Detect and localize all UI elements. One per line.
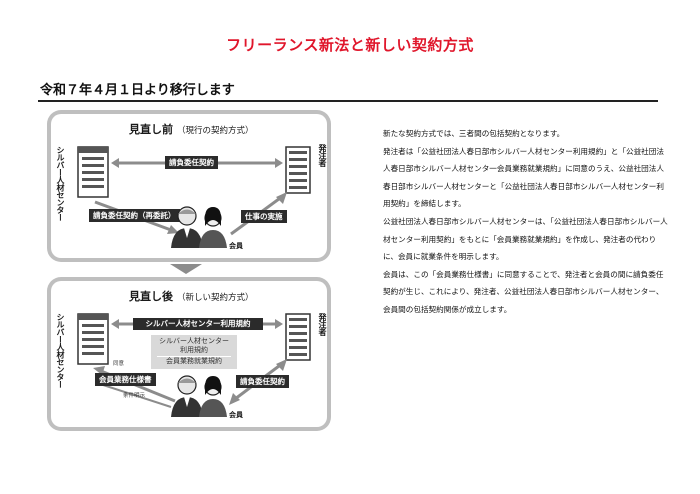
- body-paragraph: 新たな契約方式では、三者間の包括契約となります。: [383, 129, 565, 138]
- body-paragraph: 発注者は「公益社団法人春日部市シルバー人材センター利用規約」と「公益社団法人春日…: [383, 146, 664, 209]
- arrow-icon: [170, 264, 202, 274]
- after-heading-title: 見直し後: [129, 290, 173, 303]
- before-panel: 見直し前 （現行の契約方式） シルバー人材センター 発注者 請負委任契約 請負委任…: [47, 110, 331, 262]
- after-client-label: 発注者: [318, 313, 327, 336]
- arrow-icon: [93, 366, 176, 408]
- before-heading-title: 見直し前: [129, 123, 173, 136]
- building-icon: [77, 146, 109, 198]
- after-top-bar: シルバー人材センター利用規約: [133, 318, 263, 330]
- after-heading: 見直し後 （新しい契約方式）: [129, 288, 254, 304]
- divider: [38, 100, 658, 102]
- building-icon: [285, 146, 311, 194]
- after-member: 会員: [229, 411, 243, 419]
- after-heading-note: （新しい契約方式）: [177, 293, 254, 303]
- before-heading-note: （現行の契約方式）: [177, 126, 254, 136]
- after-grey-box-line2: 利用規約: [180, 346, 208, 354]
- people-icon: [171, 375, 227, 417]
- after-center-label: シルバー人材センター: [56, 313, 65, 388]
- after-spec: 会員業務仕様書: [95, 373, 156, 386]
- after-grey-box-line1: シルバー人材センター: [159, 337, 229, 345]
- after-conditions: 条件明示: [123, 393, 146, 399]
- after-consent: 同意: [113, 361, 125, 367]
- after-contract: 請負委任契約: [236, 375, 289, 388]
- before-client-label: 発注者: [318, 144, 327, 167]
- building-icon: [77, 313, 109, 365]
- body-paragraph: 公益社団法人春日部市シルバー人材センターは、「公益社団法人春日部市シルバー人材セ…: [383, 216, 668, 262]
- before-contract-top: 請負委任契約: [165, 156, 218, 169]
- before-heading: 見直し前 （現行の契約方式）: [129, 121, 254, 137]
- before-contract-re: 請負委任契約（再委託）: [89, 209, 180, 222]
- after-grey-box-line3: 会員業務就業規約: [157, 356, 231, 366]
- after-panel: 見直し後（新しい契約方式） シルバー人材センター 発注者 シルバー人材センター利…: [47, 277, 331, 431]
- building-icon: [285, 313, 311, 361]
- after-rules-box: シルバー人材センター 利用規約 会員業務就業規約: [151, 335, 237, 369]
- body-paragraph: 会員は、この「会員業務仕様書」に同意することで、発注者と会員の間に請負委任契約が…: [383, 269, 664, 314]
- body-text: 新たな契約方式では、三者間の包括契約となります。 発注者は「公益社団法人春日部市…: [383, 125, 668, 319]
- document-title: フリーランス新法と新しい契約方式: [226, 36, 474, 54]
- document-subtitle: 令和７年４月１日より移行します: [40, 83, 235, 98]
- people-icon: [171, 206, 227, 248]
- before-center-label: シルバー人材センター: [56, 146, 65, 221]
- before-member: 会員: [229, 242, 243, 250]
- before-work: 仕事の実施: [241, 210, 287, 223]
